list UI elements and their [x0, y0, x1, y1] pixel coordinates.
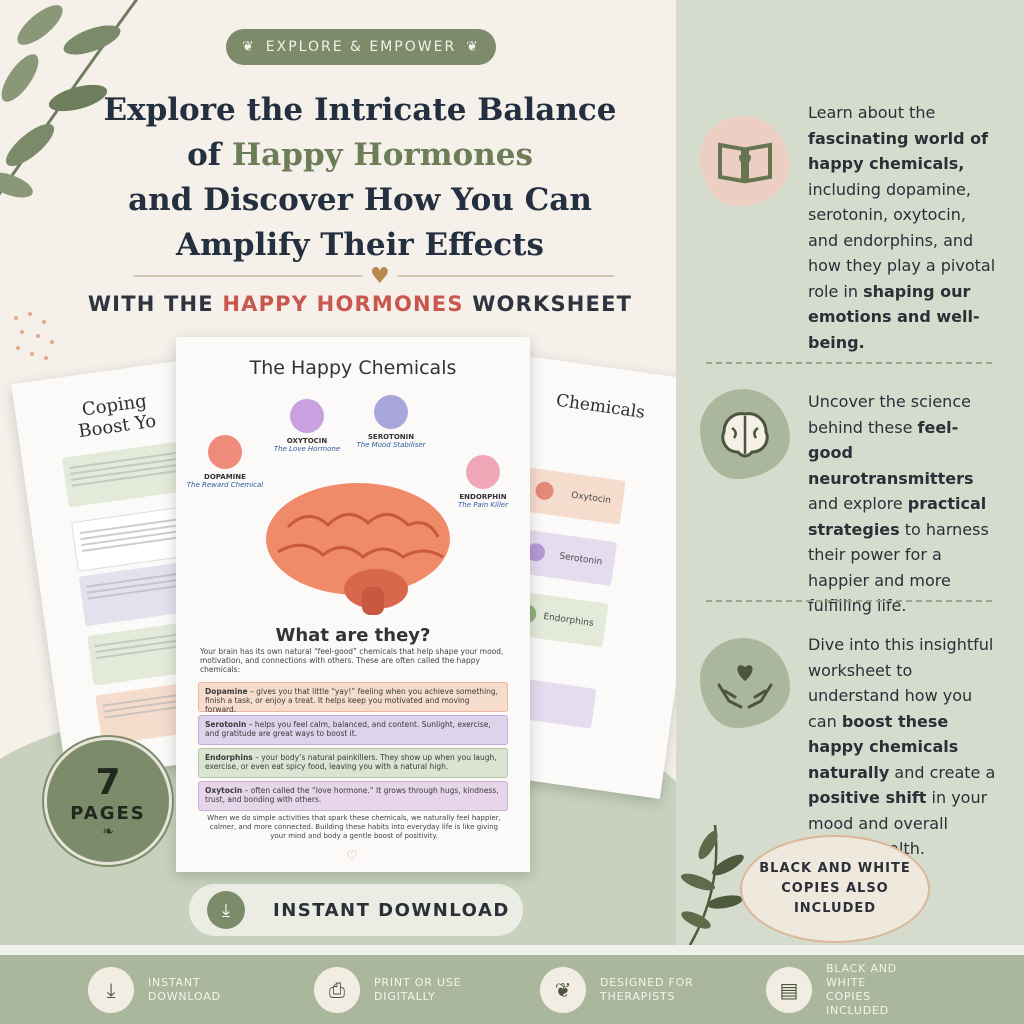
footer-item-print: ⎙ PRINT OR USE DIGITALLY: [314, 966, 484, 1013]
download-label: INSTANT DOWNLOAD: [273, 899, 510, 921]
chemical-role: The Reward Chemical: [186, 481, 264, 489]
leaf-branch-icon: [0, 0, 139, 198]
chemical-dopamine: DOPAMINE The Reward Chemical: [180, 435, 270, 489]
brain-illustration-icon: [266, 483, 450, 615]
printer-icon: ⎙: [314, 966, 360, 1013]
headline-line: Explore the Intricate Balance: [103, 92, 617, 128]
chemical-desc: – your body’s natural painkillers. They …: [205, 753, 497, 771]
chemical-term: Endorphins: [205, 753, 253, 762]
chemical-role: The Pain Killer: [458, 501, 508, 509]
what-are-they-heading: What are they?: [275, 625, 431, 646]
subhead-prefix: WITH THE: [87, 292, 223, 316]
preview-page-title: The Happy Chemicals: [249, 357, 457, 379]
dopamine-character-icon: [208, 435, 242, 469]
chemical-desc: – gives you that little “yay!” feeling w…: [205, 687, 499, 714]
chemical-term: Dopamine: [205, 687, 248, 696]
bw-copies-note: BLACK AND WHITE COPIES ALSO INCLUDED: [740, 835, 930, 943]
leaf-icon: ❦: [540, 966, 586, 1013]
chemical-box-endorphins: Endorphins – your body’s natural painkil…: [198, 748, 508, 778]
chemical-term: Serotonin: [205, 720, 247, 729]
bw-copies-label: BLACK AND WHITE COPIES ALSO INCLUDED: [759, 861, 911, 916]
decorative-dots: [10, 310, 60, 370]
footer-label: BLACK AND WHITE COPIES INCLUDED: [826, 961, 898, 1017]
preview-chemical-label: Endorphins: [542, 611, 595, 629]
sprig-icon: ❧: [102, 824, 114, 840]
chemical-serotonin: SEROTONIN The Mood Stabiliser: [346, 395, 436, 449]
chemical-name: SEROTONIN: [367, 433, 415, 441]
divider: [706, 362, 992, 364]
footer-item-download: ⤓ INSTANT DOWNLOAD: [88, 966, 258, 1013]
page-headline: Explore the Intricate Balance of Happy H…: [60, 88, 660, 268]
heart-icon: ♥: [362, 264, 398, 289]
pages-label: PAGES: [70, 803, 146, 824]
document-icon: ▤: [766, 966, 812, 1013]
preview-page-happy-chemicals: The Happy Chemicals DOPAMINE The Reward …: [176, 337, 530, 872]
oxytocin-character-icon: [290, 399, 324, 433]
preview-chemical-box: Oxytocin: [520, 467, 626, 525]
intro-text: Your brain has its own natural “feel-goo…: [200, 647, 504, 674]
divider: [706, 600, 992, 602]
footer-label: DESIGNED FOR THERAPISTS: [600, 975, 694, 1003]
book-heart-icon: [700, 116, 790, 206]
pages-count: 7: [95, 762, 121, 803]
footer-item-therapists: ❦ DESIGNED FOR THERAPISTS: [540, 966, 710, 1013]
chemical-desc: – helps you feel calm, balanced, and con…: [205, 720, 491, 738]
brain-icon: [700, 389, 790, 479]
instant-download-button[interactable]: ⤓ INSTANT DOWNLOAD: [189, 884, 523, 936]
chemical-box-oxytocin: Oxytocin – often called the “love hormon…: [198, 781, 508, 811]
outro-text: When we do simple activities that spark …: [207, 814, 501, 840]
headline-accent: Happy Hormones: [231, 137, 533, 173]
feature-learn: Learn about the fascinating world of hap…: [700, 100, 1000, 355]
chemical-role: The Mood Stabiliser: [356, 441, 426, 449]
chemical-name: OXYTOCIN: [286, 437, 328, 445]
hands-heart-icon: [700, 638, 790, 728]
leaf-branch-icon: [680, 824, 744, 946]
feature-uncover: Uncover the science behind these feel-go…: [700, 389, 1000, 619]
endorphin-character-icon: [466, 455, 500, 489]
left-panel: ❦ EXPLORE & EMPOWER ❦ Explore the Intric…: [0, 0, 676, 955]
download-icon: ⤓: [207, 891, 245, 929]
pill-label: EXPLORE & EMPOWER: [265, 39, 457, 55]
footer-item-bw: ▤ BLACK AND WHITE COPIES INCLUDED: [766, 962, 936, 1018]
footer-label: INSTANT DOWNLOAD: [148, 975, 221, 1003]
headline-line: and Discover How You Can: [128, 182, 592, 218]
chemical-box-dopamine: Dopamine – gives you that little “yay!” …: [198, 682, 508, 714]
download-icon: ⤓: [88, 966, 134, 1013]
heart-icon: ♡: [346, 849, 358, 864]
chemical-desc: – often called the “love hormone.” It gr…: [205, 786, 499, 804]
headline-line: of Happy Hormones: [60, 133, 660, 178]
sprig-icon: ❦: [466, 39, 480, 55]
headline-of: of: [187, 137, 232, 173]
preview-page-title: Chemicals: [554, 390, 647, 423]
pages-badge: 7 PAGES ❧: [44, 737, 172, 865]
chemical-role: The Love Hormone: [273, 445, 341, 453]
subhead-suffix: WORKSHEET: [463, 292, 633, 316]
chemical-term: Oxytocin: [205, 786, 243, 795]
preview-chemical-label: Serotonin: [558, 551, 603, 568]
preview-page-title: Coping Boost Yo: [77, 390, 158, 443]
subheadline: WITH THE HAPPY HORMONES WORKSHEET: [60, 292, 660, 316]
preview-chemical-label: Oxytocin: [570, 490, 612, 507]
sprig-icon: ❦: [242, 39, 256, 55]
feature-dive: Dive into this insightful worksheet to u…: [700, 632, 1000, 862]
chemical-name: ENDORPHIN: [459, 493, 507, 501]
chemical-name: DOPAMINE: [204, 473, 246, 481]
footer-bar: ⤓ INSTANT DOWNLOAD ⎙ PRINT OR USE DIGITA…: [0, 955, 1024, 1024]
serotonin-character-icon: [374, 395, 408, 429]
chemical-oxytocin: OXYTOCIN The Love Hormone: [262, 399, 352, 453]
footer-label: PRINT OR USE DIGITALLY: [374, 975, 462, 1003]
feature-text: Uncover the science behind these feel-go…: [808, 392, 989, 615]
feature-text: Learn about the fascinating world of hap…: [808, 103, 996, 352]
chemical-endorphin: ENDORPHIN The Pain Killer: [438, 455, 528, 509]
headline-line: Amplify Their Effects: [176, 227, 544, 263]
chemical-box-serotonin: Serotonin – helps you feel calm, balance…: [198, 715, 508, 745]
subhead-accent: HAPPY HORMONES: [222, 292, 464, 316]
explore-pill: ❦ EXPLORE & EMPOWER ❦: [226, 29, 496, 65]
feature-text: Dive into this insightful worksheet to u…: [808, 635, 996, 858]
